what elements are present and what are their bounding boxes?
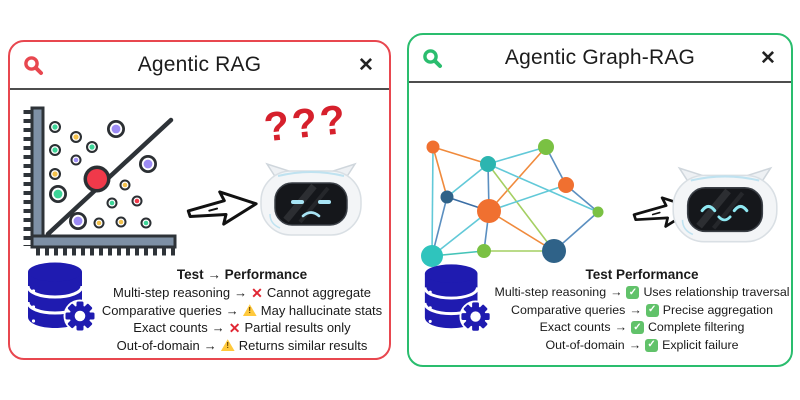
agentic-graph-rag-titlebar: Agentic Graph-RAG ✕: [409, 35, 791, 83]
graph-nodes: [421, 139, 604, 267]
database-gear-icon: [423, 262, 494, 335]
sketch-arrow-icon: [186, 188, 260, 230]
check-icon: [630, 321, 644, 335]
cross-icon: ✕: [251, 284, 263, 301]
scatter-plot-illustration: [23, 106, 178, 256]
check-icon: [645, 338, 659, 352]
highlighted-data-point: [83, 165, 111, 193]
knowledge-graph-illustration: [421, 139, 604, 267]
table-row: Multi-step reasoning→ ✕ Cannot aggregate: [113, 284, 371, 301]
check-icon: [645, 303, 659, 317]
warning-icon: [242, 304, 257, 317]
table-row: Exact counts→ ✕ Partial results only: [133, 319, 351, 336]
performance-summary: Test → Performance Multi-step reasoning→…: [96, 266, 388, 354]
table-row: Comparative queries→ May hallucinate sta…: [96, 302, 388, 320]
agentic-rag-panel: Agentic RAG ✕ ???: [8, 40, 391, 360]
close-icon[interactable]: ✕: [358, 54, 374, 76]
panel-title: Agentic Graph-RAG: [504, 46, 696, 69]
database-gear-icon: [26, 261, 98, 334]
performance-summary: Test Performance Multi-step reasoning→ U…: [493, 266, 791, 354]
cross-icon: ✕: [228, 319, 241, 336]
table-row: Comparative queries→ Precise aggregation: [493, 302, 791, 320]
warning-icon: [220, 339, 235, 352]
question-marks: ???: [261, 95, 351, 151]
search-icon: [409, 47, 455, 70]
check-icon: [626, 286, 640, 300]
table-row: Out-of-domain→ Explicit failure: [493, 337, 791, 355]
table-row: Exact counts→ Complete filtering: [493, 319, 791, 337]
happy-robot-icon: [668, 166, 782, 249]
close-icon[interactable]: ✕: [760, 47, 776, 69]
performance-summary-title: Test → Performance: [176, 267, 308, 282]
search-icon: [10, 54, 56, 77]
confused-robot-icon: [256, 162, 366, 242]
table-row: Out-of-domain→ Returns similar results: [96, 337, 388, 355]
agentic-rag-titlebar: Agentic RAG ✕: [10, 42, 389, 90]
performance-summary-title: Test Performance: [585, 267, 699, 282]
panel-title: Agentic RAG: [137, 53, 262, 76]
agentic-graph-rag-panel: Agentic Graph-RAG ✕: [407, 33, 793, 367]
table-row: Multi-step reasoning→ Uses relationship …: [493, 284, 791, 302]
